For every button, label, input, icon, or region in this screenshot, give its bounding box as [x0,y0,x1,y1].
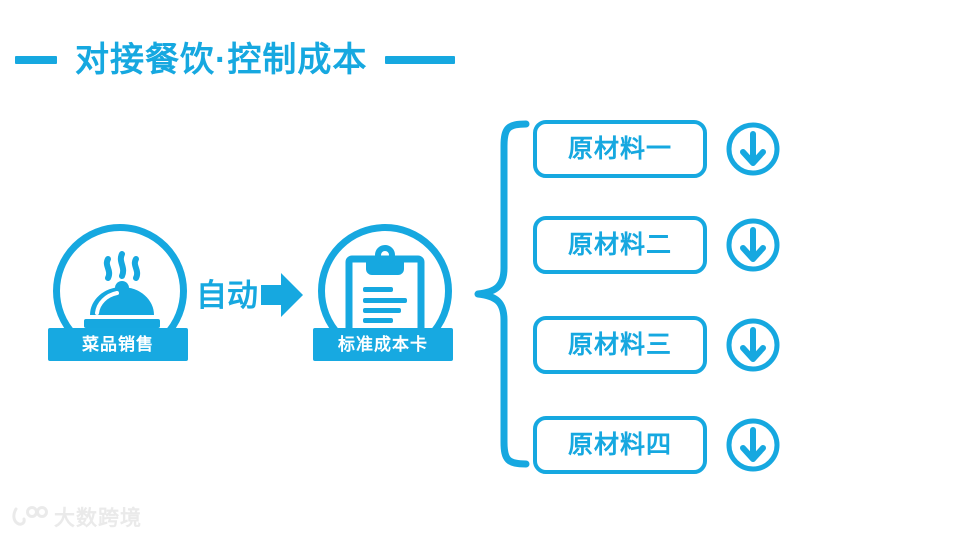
material-box[interactable]: 原材料二 [533,216,707,274]
dish-cloche-icon [53,224,187,358]
material-box[interactable]: 原材料四 [533,416,707,474]
title-dash-right [385,56,456,64]
arrow-down-circle-icon[interactable] [724,316,782,374]
material-label: 原材料四 [567,430,672,459]
watermark-text: 大数跨境 [54,507,142,530]
arrow-down-circle-icon[interactable] [724,216,782,274]
material-label: 原材料一 [567,134,672,163]
material-box[interactable]: 原材料三 [533,316,707,374]
page-title: 对接餐饮·控制成本 [15,36,456,84]
material-label: 原材料三 [567,330,672,359]
material-row[interactable]: 原材料四 [533,415,793,475]
source-node-label: 菜品销售 [82,335,154,354]
target-node-banner: 标准成本卡 [313,328,453,361]
arrow-down-circle-icon[interactable] [724,416,782,474]
target-node-label: 标准成本卡 [338,335,428,354]
flow-node-target[interactable]: 标准成本卡 [313,224,453,374]
source-node-banner: 菜品销售 [48,328,188,361]
material-row[interactable]: 原材料一 [533,119,793,179]
title-dash-left [15,56,57,64]
material-label: 原材料二 [567,230,672,259]
material-row[interactable]: 原材料二 [533,215,793,275]
material-box[interactable]: 原材料一 [533,120,707,178]
arrow-right-icon [259,271,305,319]
arrow-down-circle-icon[interactable] [724,120,782,178]
material-row[interactable]: 原材料三 [533,315,793,375]
page-title-text: 对接餐饮·控制成本 [75,41,368,79]
auto-label: 自动 [196,277,258,313]
brand-logo-icon [12,505,48,532]
curly-brace-icon [470,118,532,470]
flow-connector-auto: 自动 [196,270,305,320]
watermark: 大数跨境 [12,505,142,532]
flow-node-source[interactable]: 菜品销售 [48,224,188,374]
